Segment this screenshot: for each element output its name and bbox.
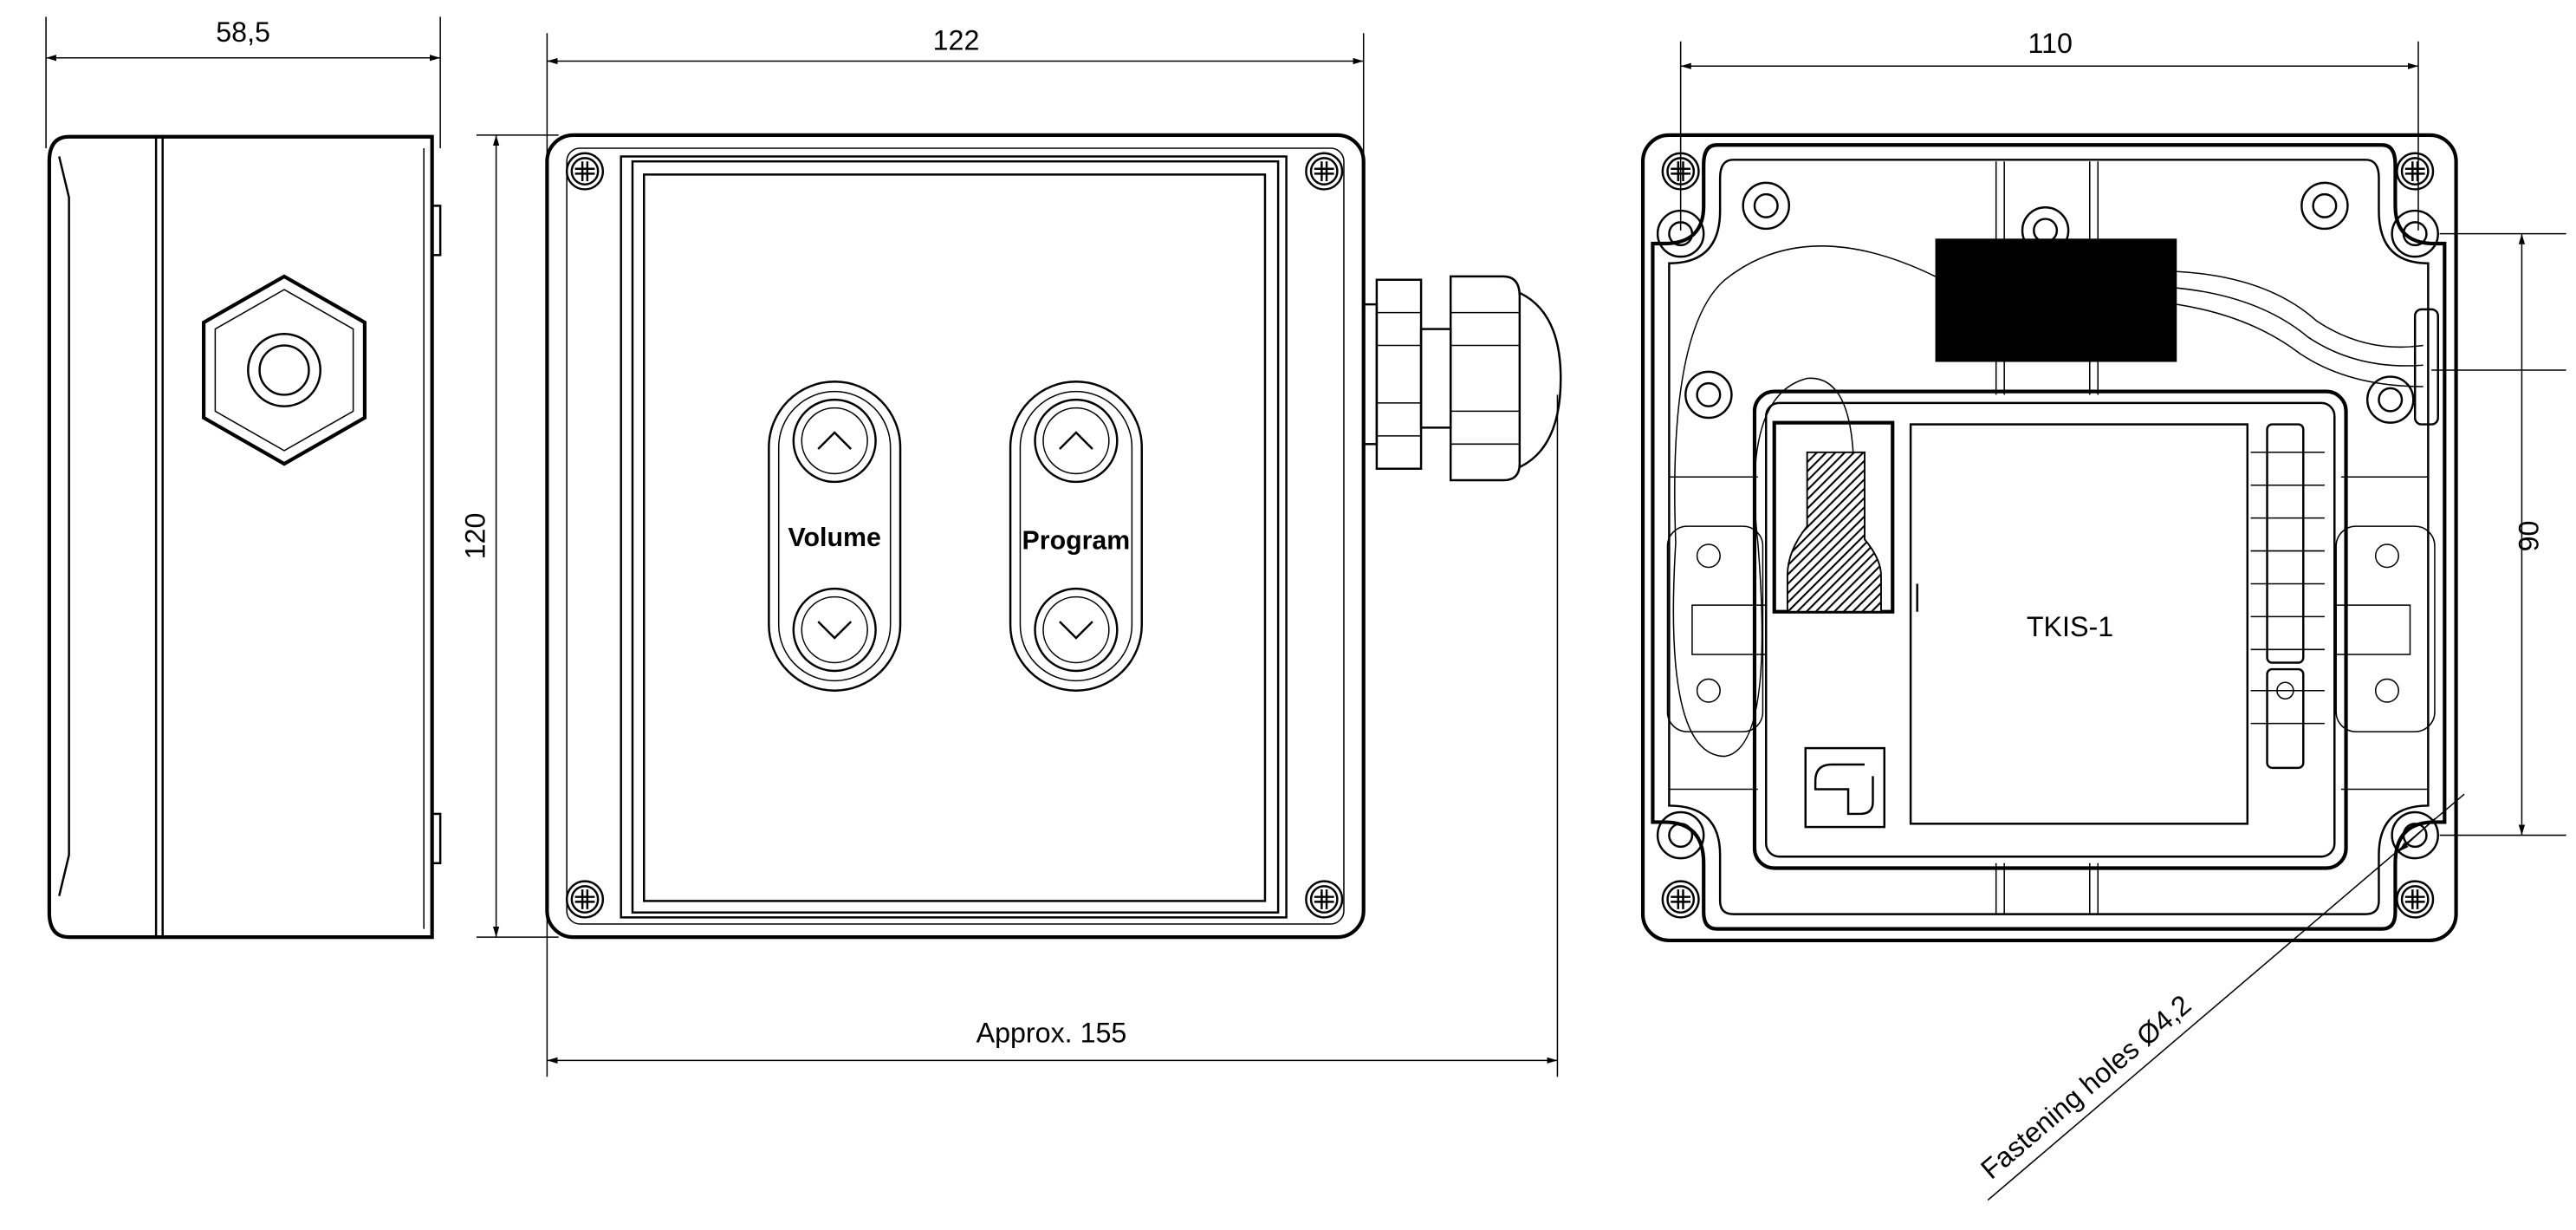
- side-width-dim: 58,5: [216, 16, 270, 48]
- program-button-group: Program: [1009, 381, 1143, 692]
- fastening-leader-line: [1987, 793, 2465, 1201]
- hole-spacing-width-dim: 110: [2028, 28, 2073, 59]
- chevron-down-icon: [1059, 621, 1093, 640]
- cable-gland: [1362, 275, 1562, 482]
- program-label: Program: [1022, 527, 1131, 556]
- hole-spacing-height-dim: 90: [2513, 521, 2544, 552]
- chevron-down-icon: [817, 621, 853, 640]
- program-down-button[interactable]: [1034, 587, 1119, 673]
- volume-label: Volume: [788, 524, 881, 552]
- module-label: TKIS-1: [2027, 611, 2113, 642]
- volume-up-button[interactable]: [792, 398, 877, 484]
- back-view: 110 90 TKIS-1: [1640, 28, 2566, 1201]
- front-height-dim: 120: [459, 513, 490, 560]
- cable-gland-nut: [202, 274, 367, 466]
- program-up-button[interactable]: [1034, 398, 1119, 484]
- front-view: 122 120 Volume: [459, 24, 1562, 1077]
- back-housing: [1640, 133, 2458, 943]
- manufacturer-logo: [1804, 746, 1885, 829]
- volume-down-button[interactable]: [792, 587, 877, 673]
- electronics-module: [1752, 389, 2348, 870]
- front-panel: [643, 173, 1267, 902]
- volume-button-group: Volume: [768, 381, 902, 692]
- connector-block: [1935, 238, 2177, 362]
- chevron-up-icon: [1059, 431, 1093, 450]
- front-width-dim: 122: [933, 24, 980, 55]
- side-housing: [47, 134, 434, 940]
- front-housing: [545, 133, 1366, 940]
- fastening-hole: [2391, 209, 2439, 258]
- fastening-note: Fastening holes Ø4,2: [1975, 989, 2196, 1185]
- overall-length-dim: Approx. 155: [977, 1017, 1127, 1048]
- side-view: 58,5: [45, 16, 442, 940]
- chevron-up-icon: [817, 431, 853, 450]
